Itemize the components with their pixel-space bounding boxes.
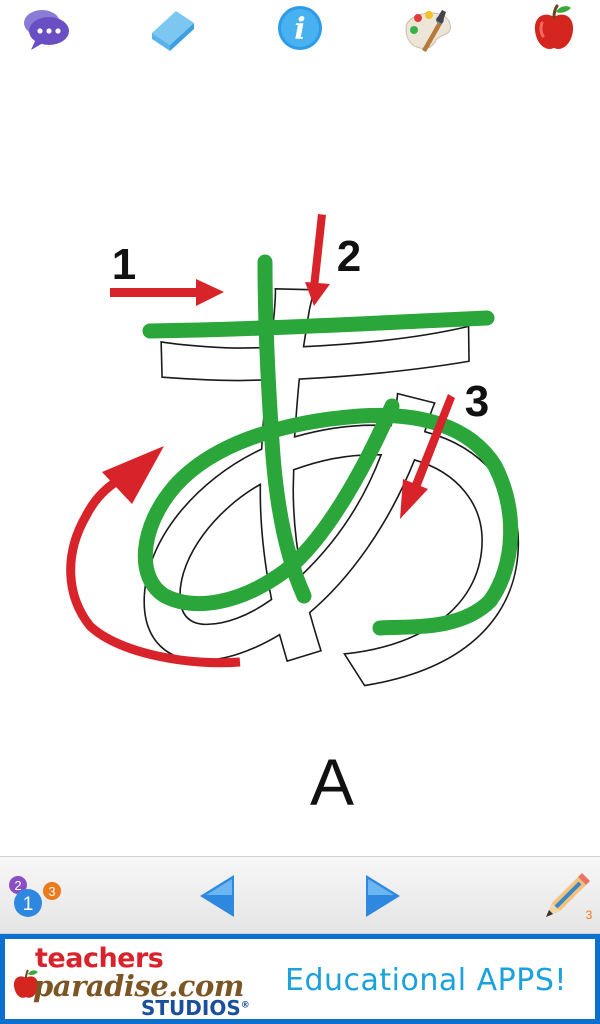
stroke-guide-arrows	[66, 214, 455, 668]
stroke-order-button[interactable]: 2 3 1	[4, 865, 66, 927]
bottom-toolbar: 2 3 1 3	[0, 856, 600, 934]
previous-button[interactable]	[188, 865, 250, 927]
stroke-number-1: 1	[112, 240, 136, 289]
tracing-canvas[interactable]: あ 1 2 3	[0, 56, 600, 856]
chat-bubbles-icon[interactable]	[18, 3, 74, 53]
brand-studios: STUDIOS®	[141, 996, 250, 1020]
romaji-label: A	[309, 745, 355, 819]
brand-paradise: paradise.com	[33, 969, 245, 1003]
pencil-size-button[interactable]: 3	[536, 865, 598, 927]
brand-teachers: teachers	[35, 943, 164, 974]
ad-tagline: Educational APPS!	[285, 963, 567, 998]
next-button[interactable]	[350, 865, 412, 927]
traced-strokes	[137, 254, 519, 636]
svg-text:3: 3	[586, 908, 593, 922]
arrow-left-icon	[200, 875, 234, 917]
top-toolbar: i	[0, 0, 600, 56]
arrow-right-icon	[366, 875, 400, 917]
svg-text:i: i	[294, 12, 305, 47]
stroke-number-3: 3	[465, 377, 489, 426]
info-icon[interactable]: i	[272, 3, 328, 53]
apple-icon[interactable]	[526, 3, 582, 53]
ad-banner[interactable]: teachers paradise.com STUDIOS® Education…	[0, 934, 600, 1024]
svg-text:1: 1	[23, 894, 34, 915]
eraser-icon[interactable]	[145, 3, 201, 53]
stroke-order-icon: 2 3 1	[9, 876, 61, 917]
svg-text:3: 3	[48, 884, 55, 899]
ad-banner-content[interactable]: teachers paradise.com STUDIOS® Education…	[5, 939, 595, 1020]
palette-icon[interactable]	[399, 3, 455, 53]
apple-logo-icon	[13, 969, 39, 998]
svg-text:2: 2	[14, 878, 21, 893]
stroke-number-2: 2	[337, 232, 361, 281]
pencil-icon: 3	[546, 873, 593, 922]
